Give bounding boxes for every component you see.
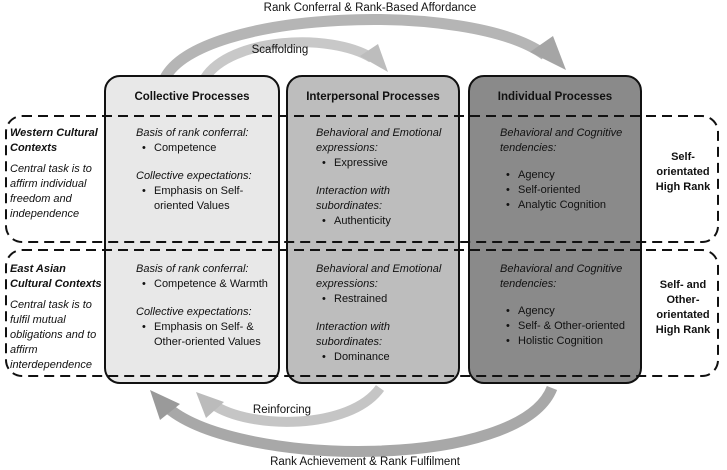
cell-heading: Collective expectations: — [136, 306, 252, 318]
list-item: Self-oriented — [506, 183, 640, 198]
western-individual-cell: Behavioral and Cognitive tendencies: Age… — [500, 126, 640, 213]
interpersonal-processes-title: Interpersonal Processes — [306, 91, 440, 103]
cell-heading: Interaction with subordinates: — [316, 321, 390, 348]
top-arrow-label: Rank Conferral & Rank-Based Affordance — [263, 2, 477, 14]
cell-heading: Collective expectations: — [136, 170, 252, 182]
rank-achievement-arrow — [164, 385, 558, 457]
scaffolding-arrow — [200, 37, 375, 81]
cell-heading: Behavioral and Emotional expressions: — [316, 127, 442, 154]
western-context-title: Western Cultural Contexts — [10, 127, 98, 154]
cell-heading: Behavioral and Cognitive tendencies: — [500, 127, 623, 154]
reinforcing-arrowhead — [196, 392, 224, 418]
east-asian-individual-cell: Behavioral and Cognitive tendencies: Age… — [500, 262, 640, 349]
western-context-task: Central task is to affirm individual fre… — [10, 163, 92, 220]
rank-achievement-arrowhead — [150, 390, 180, 420]
reinforcing-arrow — [209, 384, 385, 427]
reinforcing-label: Reinforcing — [252, 404, 312, 416]
east-asian-rank-label: Self- and Other-orientated High Rank — [655, 279, 711, 336]
bottom-arrow-label: Rank Achievement & Rank Fulfilment — [270, 456, 460, 468]
list-item: Analytic Cognition — [506, 198, 640, 213]
east-asian-context-row — [5, 249, 719, 377]
list-item: Holistic Cognition — [506, 334, 640, 349]
rank-conferral-arrowhead — [530, 36, 566, 70]
western-rank-label: Self-orientated High Rank — [655, 151, 711, 193]
individual-processes-title: Individual Processes — [497, 91, 613, 103]
western-context-label: Western Cultural Contexts Central task i… — [10, 126, 102, 222]
cell-heading: Behavioral and Emotional expressions: — [316, 263, 442, 290]
list-item: Agency — [506, 304, 640, 319]
western-context-row — [5, 115, 719, 243]
western-interpersonal-cell: Behavioral and Emotional expressions: Ex… — [316, 126, 458, 229]
list-item: Competence — [142, 141, 278, 156]
rank-conferral-arrow — [160, 14, 549, 81]
list-item: Agency — [506, 168, 640, 183]
list-item: Emphasis on Self- & Other-oriented Value… — [142, 320, 278, 350]
east-asian-context-task: Central task is to fulfil mutual obligat… — [10, 299, 97, 371]
east-asian-context-label: East Asian Cultural Contexts Central tas… — [10, 262, 102, 373]
east-asian-interpersonal-cell: Behavioral and Emotional expressions: Re… — [316, 262, 458, 365]
cell-heading: Basis of rank conferral: — [136, 127, 249, 139]
east-asian-collective-cell: Basis of rank conferral: Competence & Wa… — [136, 262, 278, 350]
western-collective-cell: Basis of rank conferral: Competence Coll… — [136, 126, 278, 214]
cell-heading: Basis of rank conferral: — [136, 263, 249, 275]
list-item: Dominance — [322, 350, 458, 365]
list-item: Competence & Warmth — [142, 277, 278, 292]
list-item: Emphasis on Self-oriented Values — [142, 184, 278, 214]
collective-processes-title: Collective Processes — [134, 91, 250, 103]
interpersonal-processes-column: Interpersonal Processes — [286, 75, 460, 384]
list-item: Authenticity — [322, 214, 458, 229]
cell-heading: Behavioral and Cognitive tendencies: — [500, 263, 623, 290]
scaffolding-arrowhead — [360, 44, 388, 72]
scaffolding-label: Scaffolding — [251, 44, 309, 56]
list-item: Restrained — [322, 292, 458, 307]
east-asian-context-title: East Asian Cultural Contexts — [10, 263, 102, 290]
list-item: Self- & Other-oriented — [506, 319, 640, 334]
list-item: Expressive — [322, 156, 458, 171]
cell-heading: Interaction with subordinates: — [316, 185, 390, 212]
